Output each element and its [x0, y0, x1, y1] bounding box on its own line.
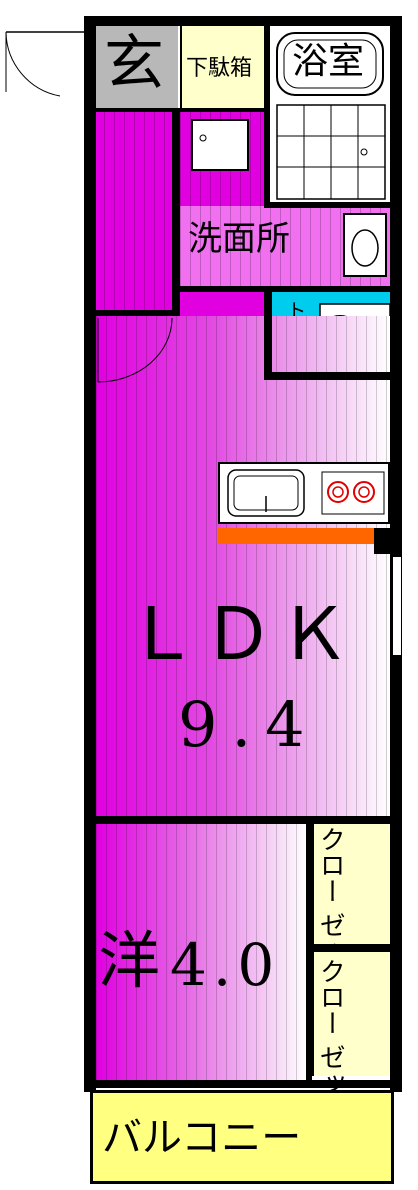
counter-bar — [218, 528, 374, 544]
wall-closet-left — [306, 822, 312, 1084]
wall-closet-divider — [306, 944, 394, 952]
wall-toilet-bottom — [264, 372, 394, 380]
bathtub — [276, 32, 384, 96]
wall-wash-bottom — [176, 286, 392, 292]
entrance-door-swing — [5, 31, 90, 97]
wall-ldk-bottom — [96, 816, 396, 824]
washbasin — [343, 213, 387, 277]
wall-bath-left — [264, 26, 270, 208]
outer-wall-right — [390, 16, 402, 1092]
ldk-window — [392, 556, 402, 656]
wall-ldk-top-left — [96, 310, 180, 316]
western-size: 4.0 — [170, 931, 281, 999]
closet-1 — [312, 822, 392, 944]
ldk-size: 9.4 — [178, 688, 319, 761]
western-name: 洋 — [98, 924, 161, 997]
bathroom-label: 浴室 — [292, 41, 365, 82]
hall-strip — [176, 290, 268, 316]
washroom-label: 洗面所 — [188, 219, 290, 259]
wall-toilet-left — [264, 286, 272, 378]
shoe-box-label: 下駄箱 — [186, 56, 253, 81]
balcony-label: バルコニー — [102, 1115, 302, 1161]
outer-wall-left — [84, 16, 96, 1092]
stove — [321, 471, 385, 515]
wall-column — [374, 528, 392, 554]
ldk-door-swing — [97, 317, 173, 383]
closet-2 — [312, 952, 392, 1076]
ldk-room — [96, 316, 390, 816]
shoe-box — [180, 26, 266, 110]
wall-bottom — [84, 1080, 402, 1088]
ldk-name: ＬＤＫ — [126, 592, 355, 676]
genkan-area — [94, 26, 178, 110]
corridor — [94, 112, 174, 312]
genkan-label: 玄 — [104, 29, 164, 99]
wall-bath-bottom — [264, 202, 394, 208]
balcony — [90, 1090, 394, 1184]
western-room — [96, 824, 306, 1082]
washing-machine — [191, 119, 249, 171]
wall-corridor-right — [172, 108, 180, 312]
kitchen-sink — [227, 469, 305, 517]
bathroom-floor-grid — [276, 104, 386, 200]
outer-wall-top — [84, 16, 402, 26]
wall-genkan-bottom — [94, 108, 268, 112]
